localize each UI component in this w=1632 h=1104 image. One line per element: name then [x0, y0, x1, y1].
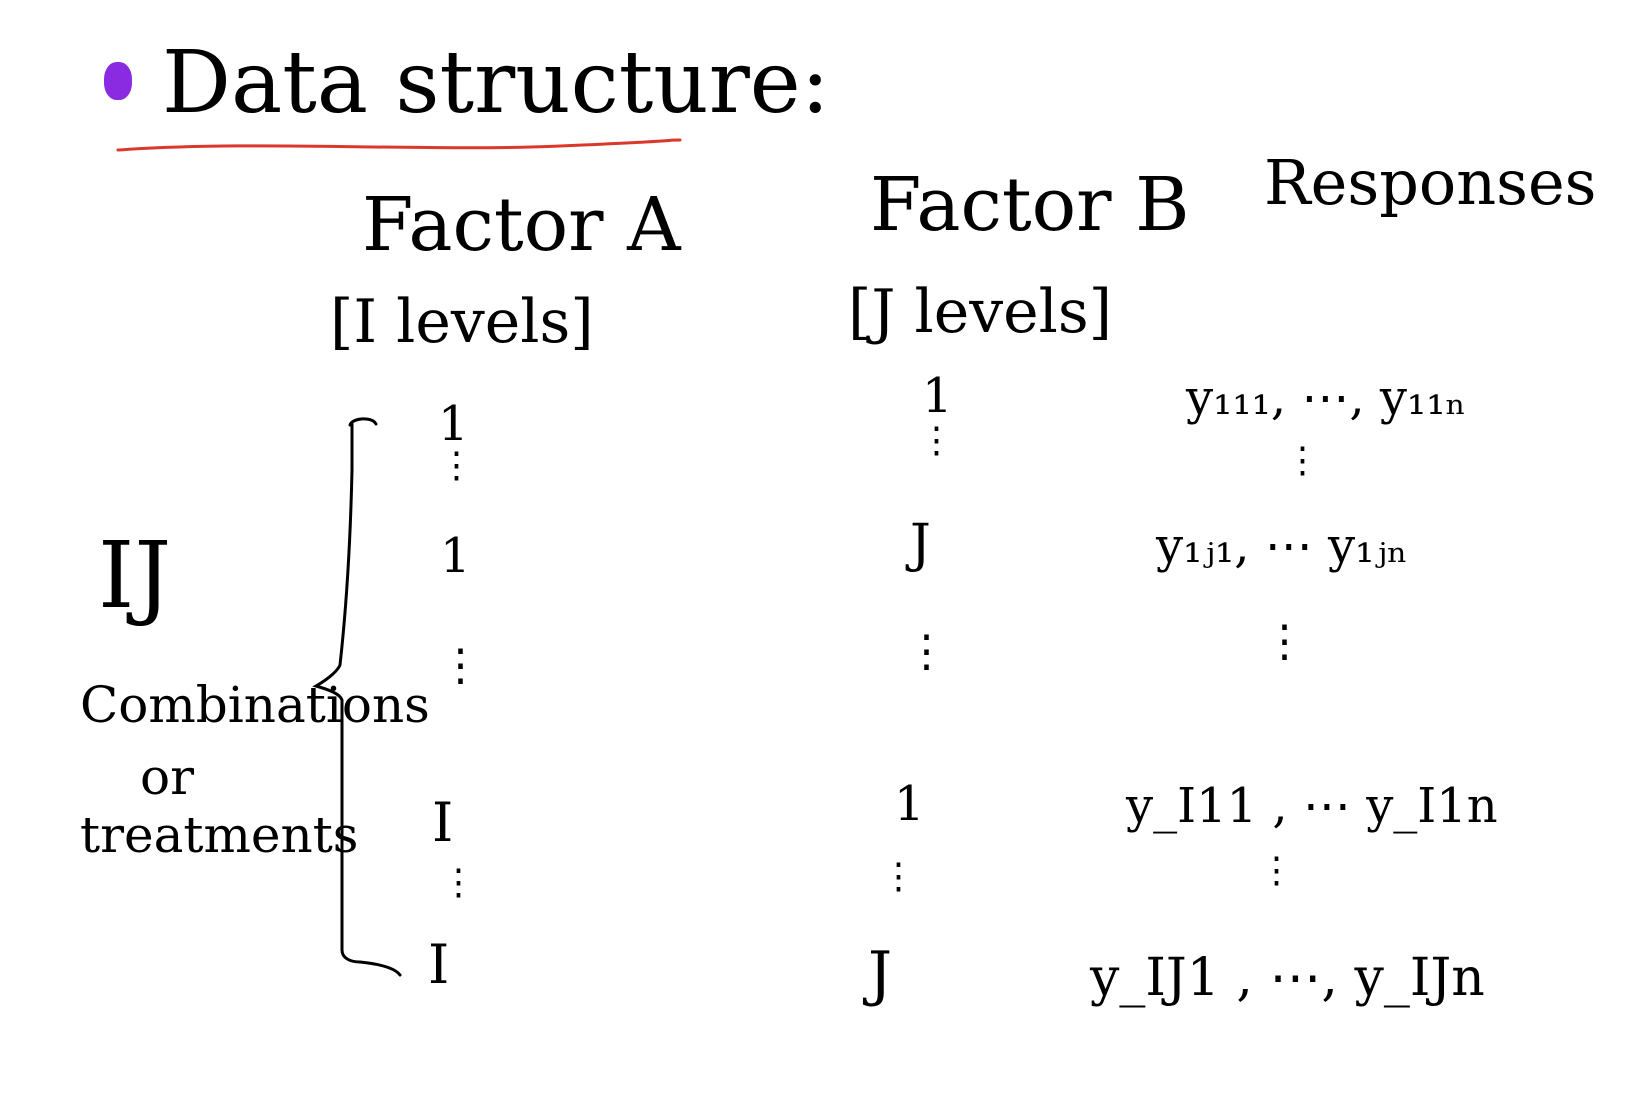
factor-b-value-1: 1 — [922, 368, 953, 424]
factor-b-value-3: 1 — [894, 776, 925, 832]
response-row-1: y₁₁₁, ⋯, y₁₁ₙ — [1186, 370, 1467, 426]
factor-a-ellipsis-1: ⋮ — [436, 445, 477, 492]
side-line-or: or — [140, 748, 195, 806]
responses-heading: Responses — [1264, 146, 1597, 219]
factor-b-heading: Factor B — [870, 162, 1190, 248]
factor-a-value-1: 1 — [438, 396, 469, 452]
response-row-2: y₁ⱼ₁, ⋯ y₁ⱼₙ — [1156, 518, 1408, 574]
factor-a-value-3: I — [432, 791, 454, 854]
underline-stroke — [116, 138, 682, 152]
response-row-3: y_I11 , ⋯ y_I1n — [1126, 778, 1498, 834]
side-line-combinations: Combinations — [80, 676, 430, 734]
factor-b-ellipsis-2: ⋮ — [901, 626, 952, 683]
side-count: IJ — [98, 522, 172, 629]
factor-b-ellipsis-1: ⋮ — [916, 420, 957, 467]
response-ellipsis-3: ⋮ — [1256, 850, 1297, 897]
factor-a-value-2: 1 — [440, 528, 471, 584]
factor-b-value-2: J — [910, 514, 931, 574]
brace-stroke — [312, 417, 402, 977]
factor-a-value-4: I — [428, 933, 450, 996]
side-line-treatments: treatments — [80, 806, 359, 864]
response-ellipsis-1: ⋮ — [1282, 440, 1323, 487]
page-title: Data structure: — [162, 33, 830, 133]
factor-a-levels: [I levels] — [330, 287, 594, 357]
bullet-dot — [104, 62, 132, 100]
factor-b-value-4: J — [868, 939, 893, 1009]
factor-b-ellipsis-3: ⋮ — [878, 856, 919, 903]
response-row-4: y_IJ1 , ⋯, y_IJn — [1090, 948, 1485, 1008]
response-ellipsis-2: ⋮ — [1259, 616, 1310, 673]
factor-a-ellipsis-3: ⋮ — [438, 862, 479, 909]
factor-a-ellipsis-2: ⋮ — [435, 640, 486, 697]
factor-a-heading: Factor A — [362, 182, 681, 268]
factor-b-levels: [J levels] — [848, 277, 1113, 347]
